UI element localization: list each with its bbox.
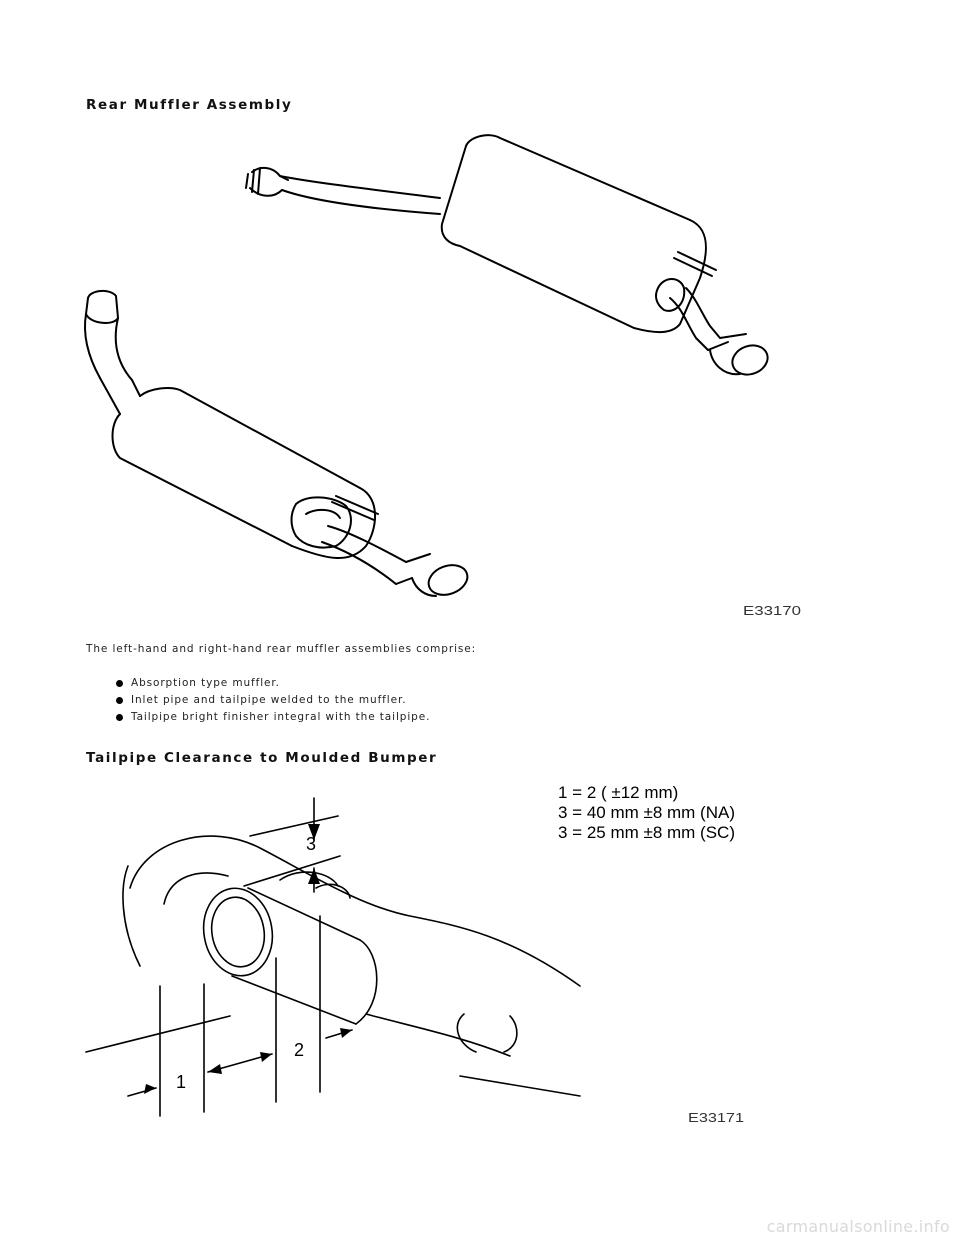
- list-item: Tailpipe bright finisher integral with t…: [116, 709, 430, 726]
- tailpipe-clearance-figure: 3 2 1 1 = 2 ( ±12 mm) 3 = 40 mm ±8 mm (N…: [85, 783, 744, 1125]
- dimension-callout-2: 2: [294, 1040, 304, 1060]
- site-watermark: carmanualsonline.info: [766, 1217, 950, 1236]
- list-item: Absorption type muffler.: [116, 675, 430, 692]
- upper-muffler-illustration: [245, 134, 769, 376]
- spec-line-1: 1 = 2 ( ±12 mm): [558, 783, 678, 802]
- section-title-tailpipe-clearance: Tailpipe Clearance to Moulded Bumper: [86, 750, 438, 766]
- list-item-text: Tailpipe bright finisher integral with t…: [131, 711, 431, 723]
- lower-muffler-illustration: [84, 290, 469, 597]
- dimension-callout-1: 1: [176, 1072, 186, 1092]
- list-item-text: Absorption type muffler.: [131, 677, 280, 689]
- bullet-icon: [116, 697, 123, 704]
- bullet-icon: [116, 680, 123, 687]
- intro-text: The left-hand and right-hand rear muffle…: [86, 643, 477, 655]
- figure-code-2: E33171: [688, 1110, 744, 1125]
- component-list: Absorption type muffler. Inlet pipe and …: [116, 675, 430, 726]
- figure-code-1: E33170: [743, 603, 801, 618]
- rear-muffler-figure: E33170: [84, 134, 801, 618]
- bullet-icon: [116, 714, 123, 721]
- spec-line-2: 3 = 40 mm ±8 mm (NA): [558, 803, 735, 822]
- section-title-rear-muffler: Rear Muffler Assembly: [86, 97, 293, 113]
- spec-line-3: 3 = 25 mm ±8 mm (SC): [558, 823, 735, 842]
- list-item: Inlet pipe and tailpipe welded to the mu…: [116, 692, 430, 709]
- dimension-callout-3: 3: [306, 834, 316, 854]
- list-item-text: Inlet pipe and tailpipe welded to the mu…: [131, 694, 407, 706]
